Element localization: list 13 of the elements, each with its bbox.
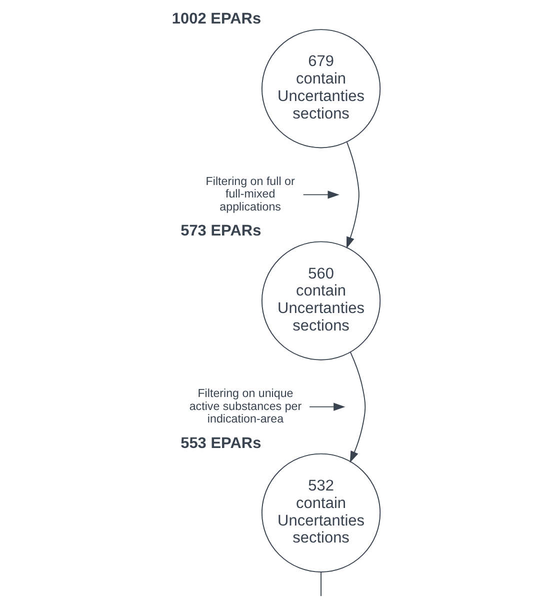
arrow bbox=[350, 352, 366, 463]
node-text: Filtering on unique active substances per indication-area bbox=[189, 387, 302, 426]
node-circle: 560 contain Uncertanties sections bbox=[261, 241, 381, 360]
node-circle: 679 contain Uncertanties sections bbox=[261, 29, 381, 148]
node-label: 1002 EPARs bbox=[172, 10, 262, 28]
arrow bbox=[309, 402, 346, 411]
node-label: 573 EPARs bbox=[180, 222, 262, 240]
arrow bbox=[302, 190, 340, 199]
connector bbox=[320, 572, 322, 597]
node-text: Filtering on full or full-mixed applications bbox=[206, 175, 295, 214]
arrow bbox=[346, 142, 360, 249]
node-circle: 532 contain Uncertanties sections bbox=[261, 453, 381, 572]
node-label: 553 EPARs bbox=[180, 434, 262, 452]
